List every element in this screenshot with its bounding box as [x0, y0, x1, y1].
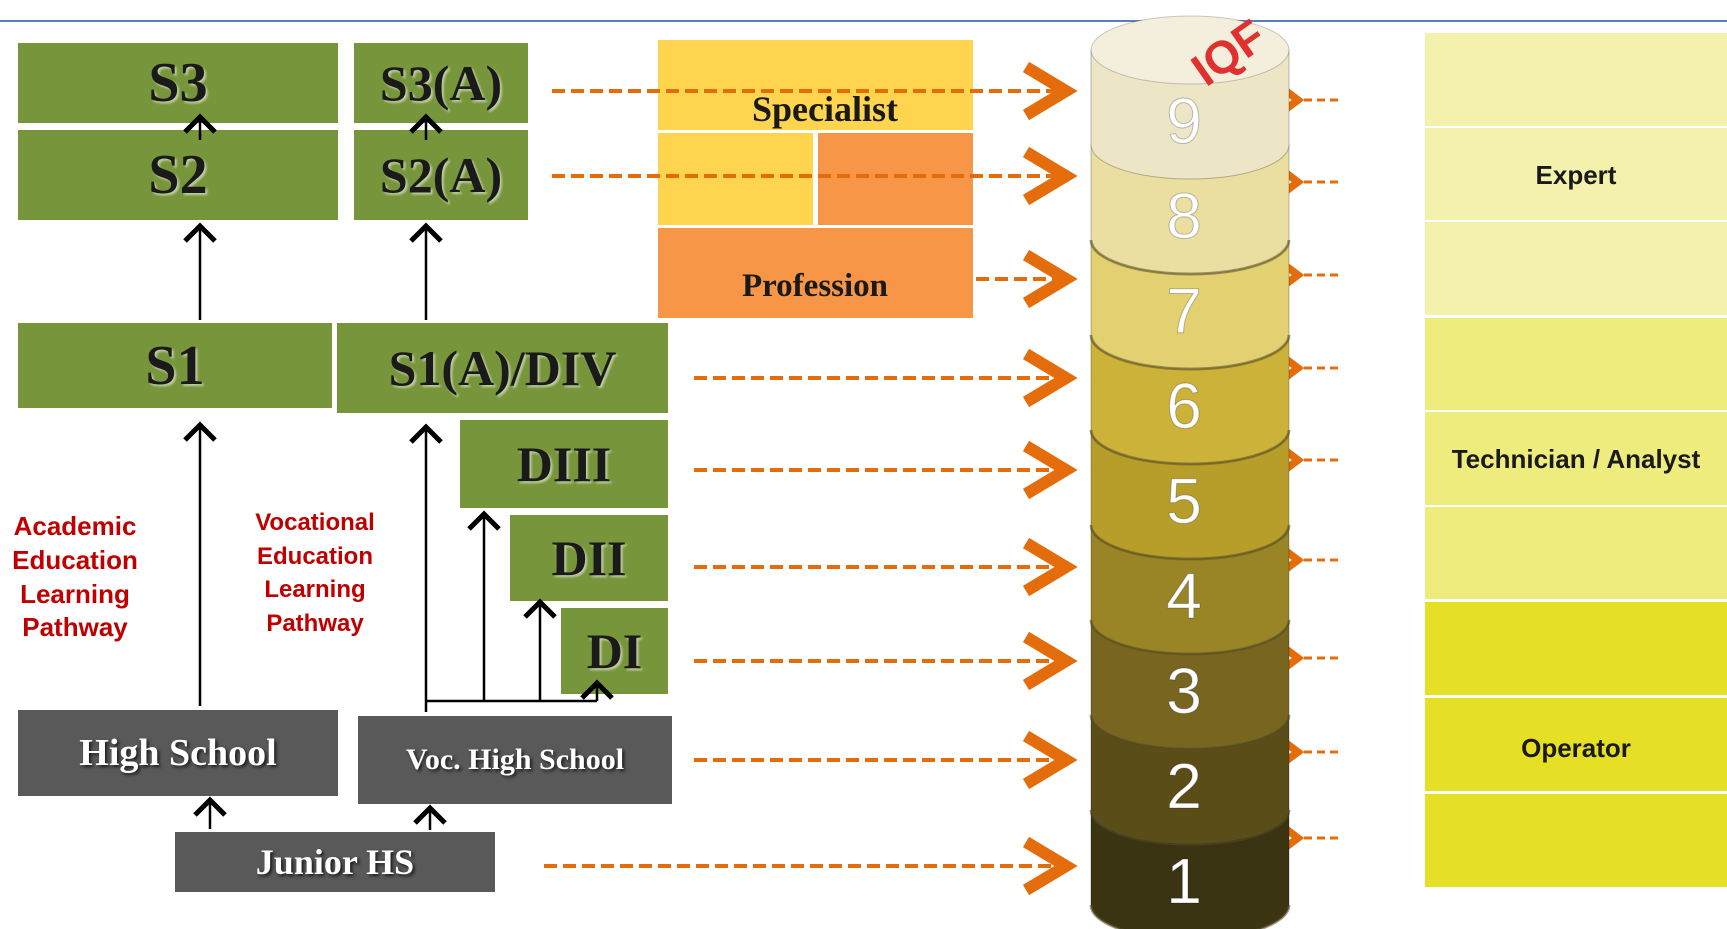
vocational-connectors [409, 113, 614, 830]
academic-pathway-label: Academic Education Learning Pathway [0, 510, 150, 645]
iqf-level-5: 5 [1166, 465, 1202, 537]
band-label-expert: Expert [1535, 160, 1617, 190]
academic-pathway-line-3: Learning [20, 578, 130, 609]
academic-connectors [183, 113, 227, 829]
band-label-technician: Technician / Analyst [1451, 444, 1701, 474]
iqf-level-8: 8 [1166, 180, 1202, 252]
s3-label: S3 [148, 52, 208, 114]
high-school-label: High School [79, 732, 277, 774]
academic-pathway-line-2: Education [12, 544, 138, 575]
junior-hs-box: Junior HS [175, 832, 495, 892]
iqf-ridge-2 [1089, 809, 1291, 846]
iqf-ridge-5 [1089, 524, 1291, 561]
specialist-box [658, 40, 973, 130]
s1a-div-box: S1(A)/DIV [337, 323, 668, 413]
band-level-9 [1425, 33, 1727, 126]
d1-box: DI [561, 608, 668, 694]
band-level-7 [1425, 222, 1727, 315]
iqf-level-1: 1 [1166, 845, 1202, 917]
s3a-box: S3(A) [354, 43, 528, 123]
d3-box: DIII [460, 420, 668, 508]
vocational-pathway-line-1: Vocational [255, 509, 375, 536]
academic-pathway-line-1: Academic [13, 511, 137, 541]
band-level-2 [1425, 698, 1727, 791]
d2-label: DII [551, 530, 627, 586]
iqf-level-7: 7 [1166, 275, 1202, 347]
junior-hs-label: Junior HS [255, 842, 415, 882]
high-school-box: High School [18, 710, 338, 796]
iqf-ridge-6 [1089, 429, 1291, 466]
s2a-label: S2(A) [379, 147, 503, 203]
s3-box: S3 [18, 43, 338, 123]
s1a-div-label: S1(A)/DIV [388, 340, 617, 396]
vocational-pathway-line-2: Education [256, 542, 373, 570]
band-level-4 [1425, 507, 1727, 599]
band-label-operator: Operator [1521, 733, 1631, 763]
iqf-level-2: 2 [1166, 750, 1202, 822]
iqf-ridge-1 [1089, 904, 1291, 929]
iqf-level-3: 3 [1166, 655, 1202, 727]
top-divider-line [0, 20, 1727, 22]
band-level-1 [1425, 794, 1727, 887]
band-level-3 [1425, 602, 1727, 695]
voc-high-school-label: Voc. High School [405, 743, 625, 776]
d3-label: DIII [516, 436, 612, 492]
iqf-level-6: 6 [1166, 370, 1202, 442]
band-level-6 [1425, 318, 1727, 410]
band-arrows [1298, 100, 1338, 838]
d2-box: DII [510, 515, 668, 601]
iqf-ridge-7 [1089, 334, 1291, 371]
profession-box [658, 228, 973, 318]
iqf-level-9: 9 [1166, 85, 1202, 157]
profession-label: Profession [741, 267, 889, 304]
iqf-ridge-8 [1089, 239, 1291, 276]
band-level-8 [1425, 128, 1727, 220]
s1-box: S1 [18, 323, 332, 408]
specialist-box-lower [658, 133, 813, 225]
academic-pathway-line-4: Pathway [22, 612, 128, 643]
profession-box-upper [818, 133, 973, 225]
iqf-cylinder: 1 2 3 4 5 6 7 8 9 [1089, 15, 1291, 929]
orange-arrows [544, 61, 1078, 896]
vocational-pathway-line-3: Learning [264, 576, 366, 604]
s3a-label: S3(A) [379, 55, 503, 111]
s1-label: S1 [145, 334, 205, 397]
s2-label: S2 [148, 144, 208, 206]
iqf-ridge-4 [1089, 619, 1291, 656]
iqf-cylinder-top [1090, 15, 1290, 85]
s2a-box: S2(A) [354, 130, 528, 220]
s2-box: S2 [18, 130, 338, 220]
band-level-5 [1425, 412, 1727, 505]
d1-label: DI [586, 623, 643, 679]
voc-high-school-box: Voc. High School [358, 716, 672, 804]
vocational-pathway-line-4: Pathway [266, 609, 364, 637]
vocational-pathway-label: Vocational Education Learning Pathway [240, 506, 390, 640]
iqf-segment-9 [1090, 49, 1290, 180]
iqf-ridge-3 [1089, 714, 1291, 751]
iqf-level-4: 4 [1166, 560, 1202, 632]
specialist-label: Specialist [751, 89, 898, 129]
